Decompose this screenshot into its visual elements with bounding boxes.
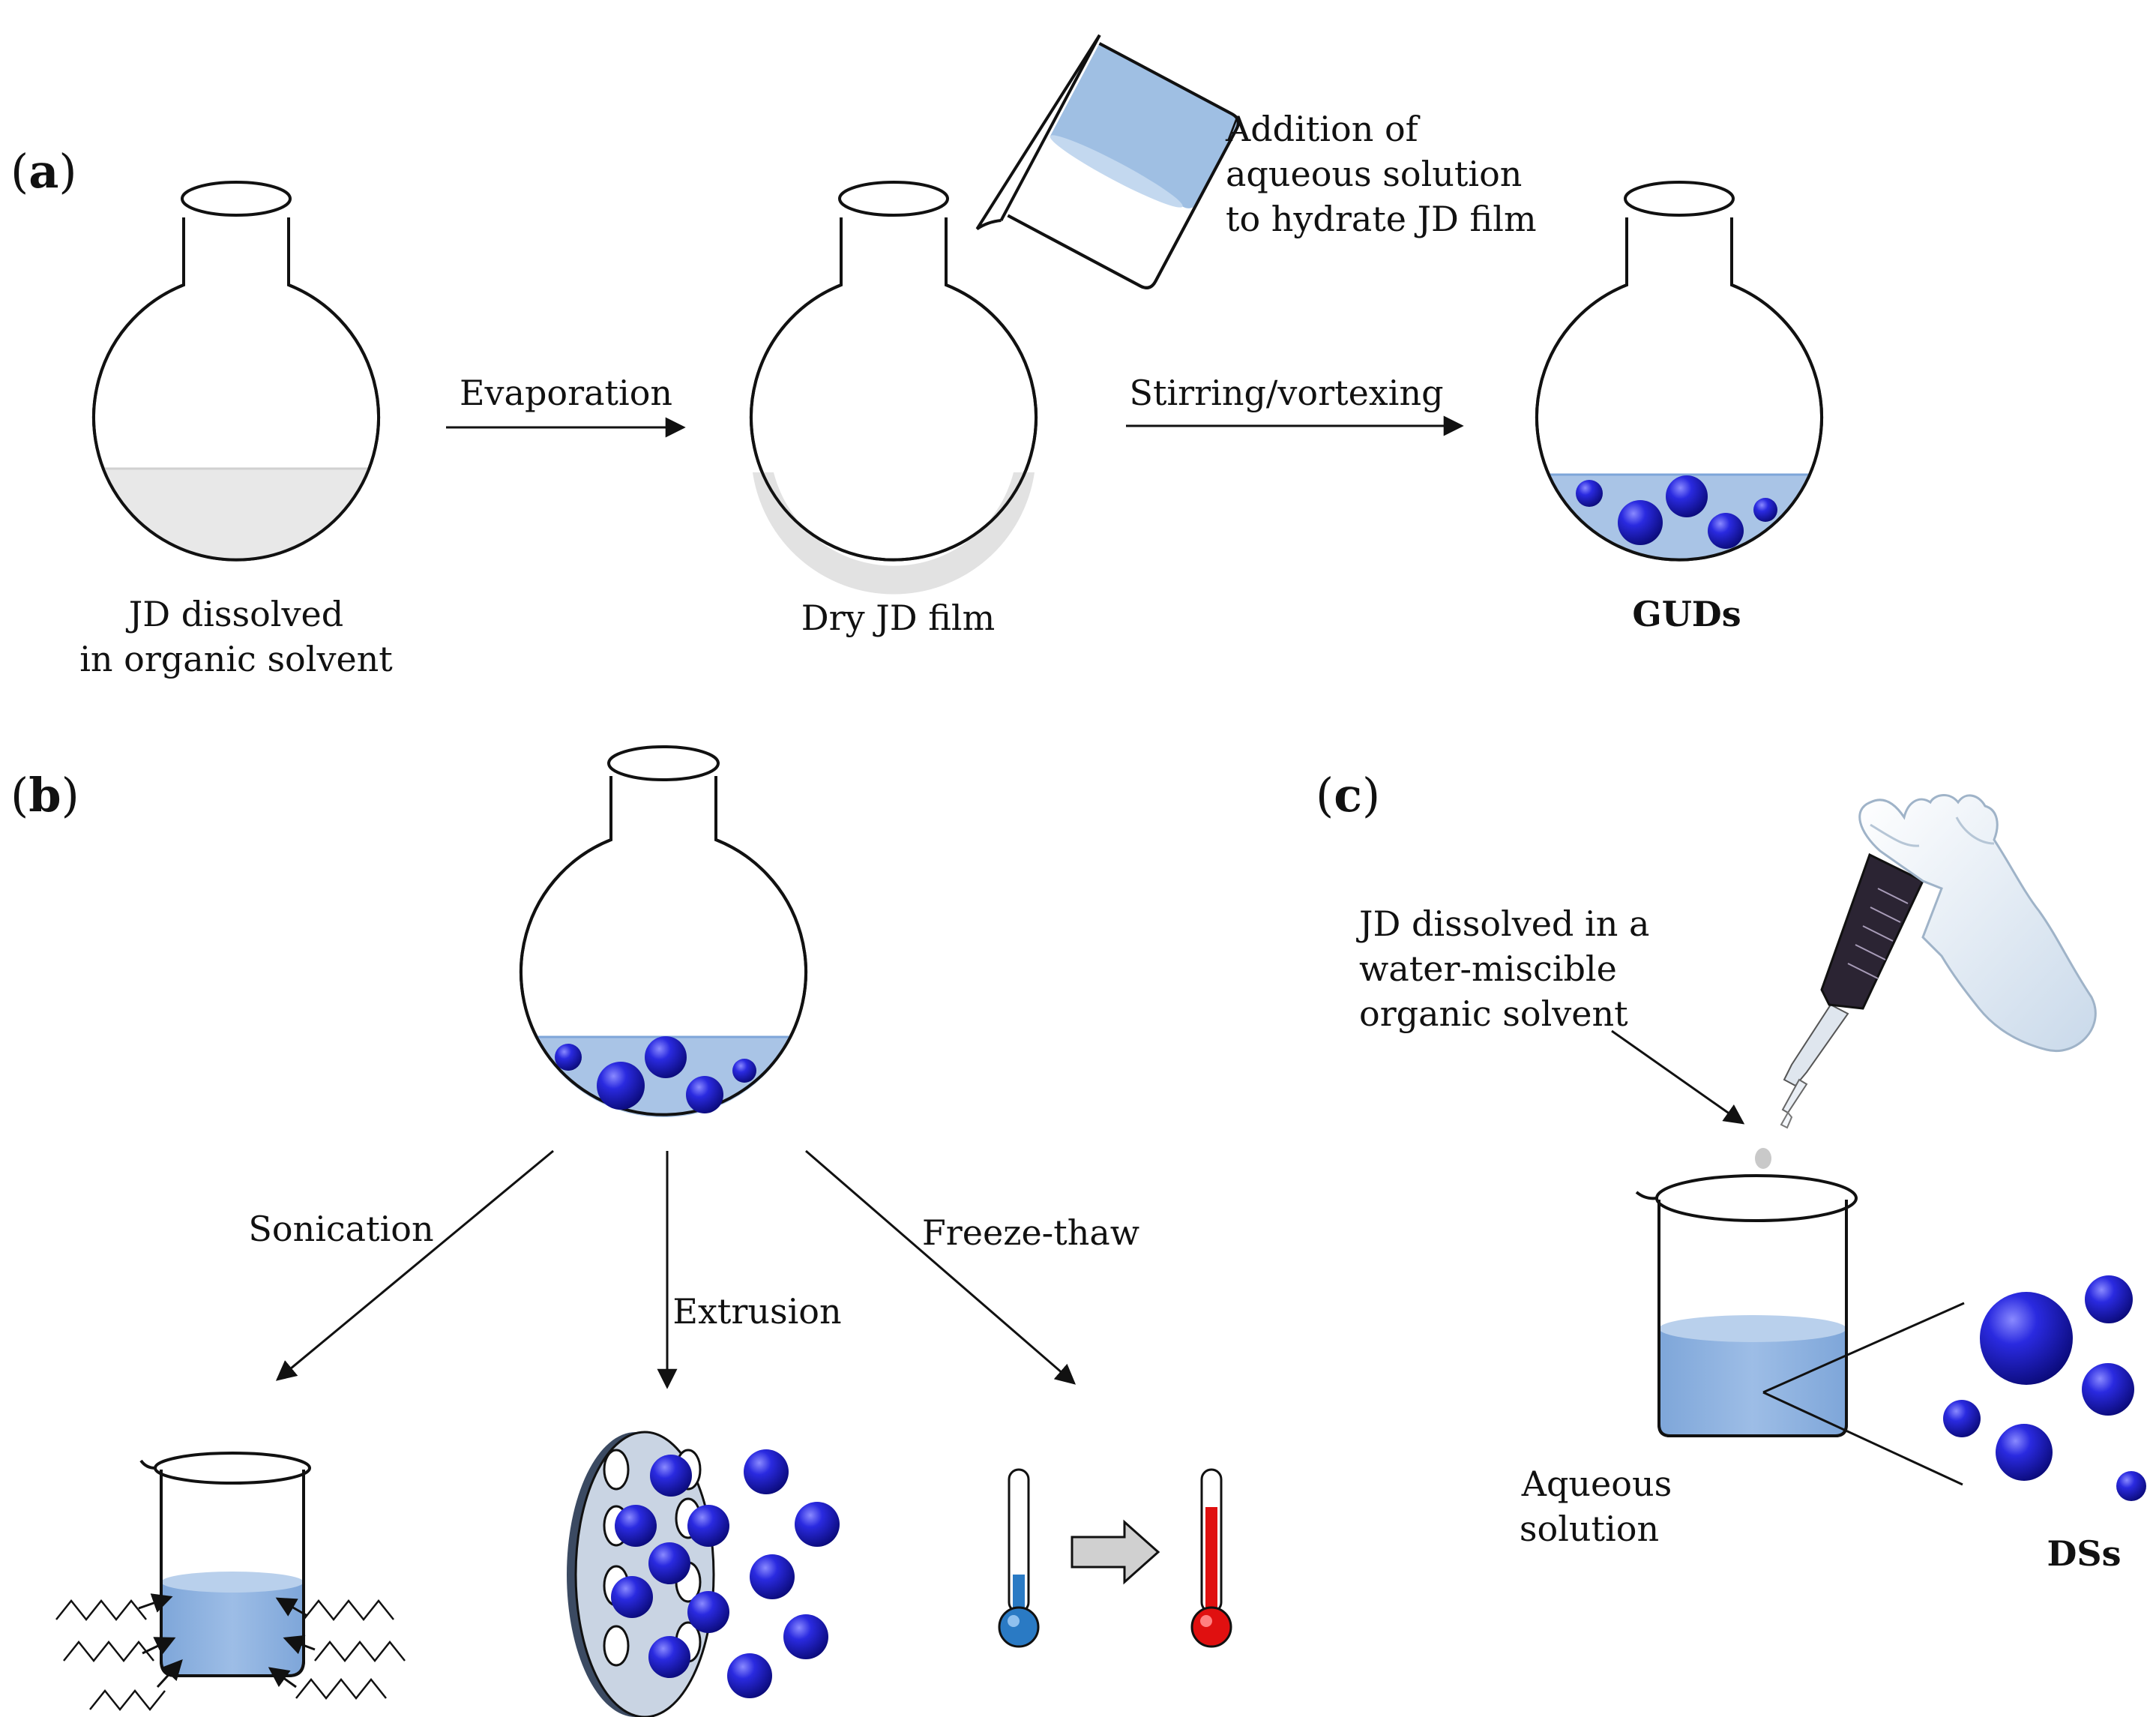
addition-line2: aqueous solution	[1226, 154, 1522, 194]
vesicle-icon	[597, 1062, 645, 1110]
vesicle-icon	[750, 1554, 795, 1599]
vesicle-icon	[1980, 1292, 2073, 1385]
addition-line1: Addition of	[1225, 109, 1421, 149]
thermometer-icon	[1190, 1468, 1232, 1648]
thermometer-icon	[998, 1468, 1040, 1648]
vesicle-icon	[795, 1502, 840, 1547]
extrusion-label: Extrusion	[672, 1291, 841, 1332]
gray-arrow-icon	[1071, 1519, 1160, 1585]
solvent-liquid	[94, 467, 379, 561]
flask1-label-line1: JD dissolved	[126, 594, 343, 634]
droplet	[1755, 1148, 1771, 1169]
vesicle-icon	[2085, 1275, 2133, 1323]
vesicle-icon	[732, 1059, 756, 1083]
ultrasound-wave-icon	[55, 1599, 406, 1712]
flask1-label-line2: in organic solvent	[79, 639, 393, 679]
beaker-icon	[139, 1452, 311, 1677]
beaker-icon	[1635, 1174, 1858, 1437]
vesicle-icon	[783, 1614, 828, 1659]
vesicle-icon	[2116, 1471, 2146, 1501]
vesicle-icon	[1666, 475, 1708, 517]
vesicle-icon	[686, 1076, 723, 1113]
aqueous-line1: Aqueous	[1521, 1464, 1672, 1504]
solvent-pointer-arrow	[1611, 1029, 1745, 1125]
dry-film	[753, 472, 1035, 595]
ds-cluster	[1943, 1275, 2146, 1501]
evaporation-label: Evaporation	[460, 373, 672, 413]
round-bottom-flask-icon	[1535, 181, 1823, 562]
gloved-hand-icon	[1858, 794, 2097, 1052]
solvent-line2: water-miscible	[1359, 948, 1617, 989]
addition-line3: to hydrate JD film	[1226, 199, 1537, 239]
round-bottom-flask-icon	[92, 181, 380, 562]
pipette-icon	[1780, 853, 1924, 1129]
vesicle-icon	[645, 1036, 687, 1078]
vesicle-icon	[1996, 1424, 2053, 1481]
panel-b-label: (b)	[10, 768, 79, 823]
round-bottom-flask-icon	[750, 181, 1038, 595]
solvent-line3: organic solvent	[1359, 993, 1628, 1034]
panel-a-label: (a)	[10, 144, 77, 199]
freeze-thaw-arrow	[805, 1149, 1077, 1385]
flask2-label: Dry JD film	[801, 598, 995, 638]
energy-arrows	[138, 1593, 316, 1689]
panel-c-label: (c)	[1316, 768, 1380, 823]
vesicle-icon	[744, 1449, 789, 1494]
round-bottom-flask-icon	[520, 745, 807, 1117]
ds-label: DSs	[2047, 1533, 2121, 1574]
zoom-lines	[1762, 1302, 1965, 1486]
extrusion-membrane-icon	[567, 1431, 840, 1717]
sonication-arrow	[275, 1149, 554, 1381]
vesicle-icon	[1576, 480, 1603, 507]
aqueous-line2: solution	[1520, 1509, 1659, 1549]
vesicle-icon	[1943, 1400, 1981, 1437]
stirring-label: Stirring/vortexing	[1129, 373, 1443, 413]
vesicle-icon	[1618, 500, 1663, 545]
solvent-line1: JD dissolved in a	[1356, 903, 1649, 944]
vesicle-icon	[1753, 498, 1777, 522]
sonication-label: Sonication	[248, 1209, 433, 1249]
beaker-icon	[975, 34, 1240, 289]
freeze-thaw-label: Freeze-thaw	[922, 1212, 1139, 1253]
vesicle-icon	[2082, 1363, 2134, 1416]
vesicle-icon	[1708, 513, 1744, 549]
vesicle-icon	[727, 1653, 772, 1698]
vesicle-icon	[555, 1044, 582, 1071]
gud-label: GUDs	[1632, 594, 1741, 634]
